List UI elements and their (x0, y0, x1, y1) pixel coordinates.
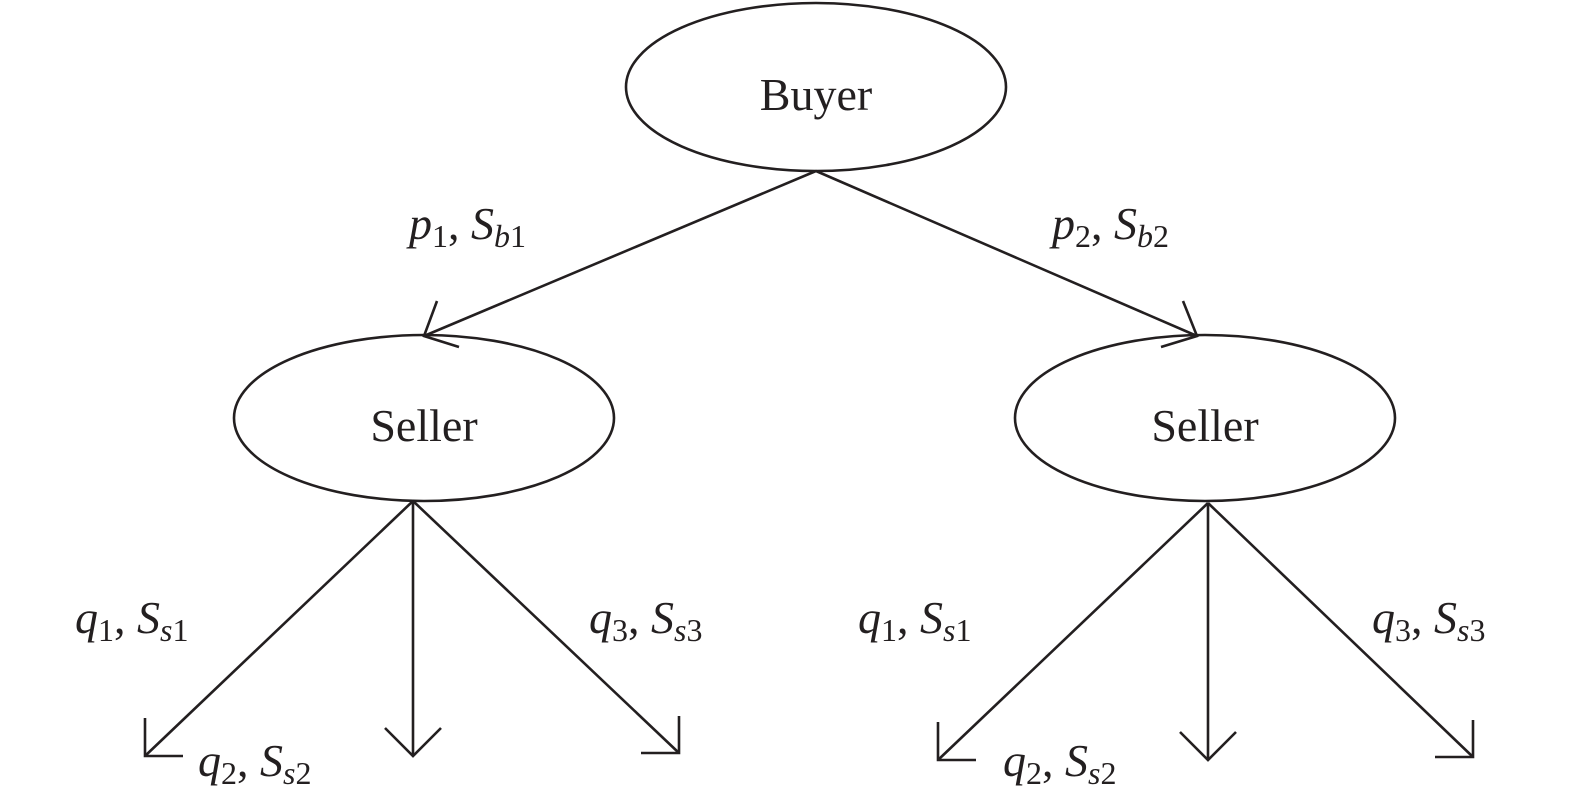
seller-label-right: Seller (1151, 400, 1258, 451)
arrowhead-icon (143, 718, 183, 758)
arrowhead-icon (422, 300, 460, 349)
edge-label-q3-left: q3, Ss3 (589, 592, 702, 648)
edge-label-q2-left: q2, Ss2 (198, 735, 311, 791)
seller-right-edges (936, 502, 1475, 762)
seller-node-left: Seller (232, 333, 616, 503)
seller-left-edges (143, 500, 681, 758)
arrowhead-icon (1160, 300, 1199, 349)
edge-label-q3-right: q3, Ss3 (1372, 592, 1485, 648)
buyer-node: Buyer (624, 1, 1008, 173)
buyer-edge-right (815, 169, 1199, 349)
seller-label-left: Seller (370, 400, 477, 451)
arrowhead-icon (641, 716, 681, 755)
edge-label-p1: p1, Sb1 (406, 198, 526, 254)
edge-label-q2-right: q2, Ss2 (1003, 735, 1116, 791)
arrowhead-icon (1435, 720, 1475, 759)
arrowhead-icon (1179, 731, 1237, 762)
arrowhead-icon (936, 722, 976, 762)
edge-label-q1-right: q1, Ss1 (858, 592, 971, 648)
edge-label-q1-left: q1, Ss1 (75, 592, 188, 648)
arrowhead-icon (384, 727, 442, 758)
seller-node-right: Seller (1013, 333, 1397, 503)
buyer-edge-left (422, 169, 817, 349)
buyer-label: Buyer (760, 69, 872, 120)
edge-label-p2: p2, Sb2 (1049, 198, 1169, 254)
